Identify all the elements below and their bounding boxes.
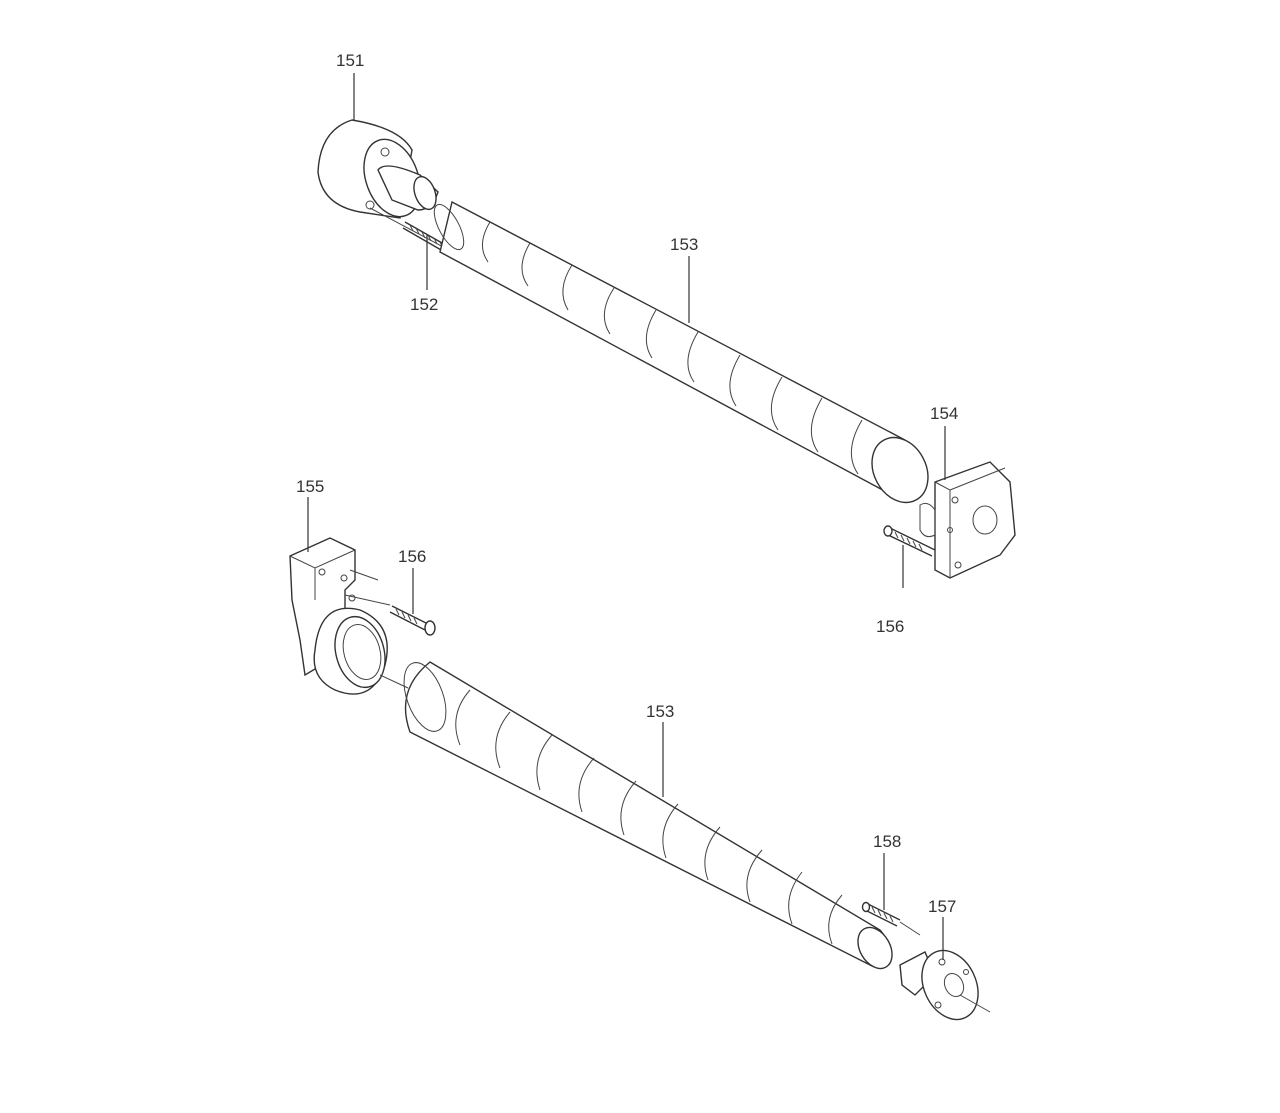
part-151-end-cap [317,119,439,219]
callout-155: 155 [296,477,324,496]
part-153-roller-upper [433,200,929,504]
callout-153-upper: 153 [670,235,698,254]
part-153-roller-lower [379,661,893,970]
part-157-flange [899,949,991,1021]
part-154-bracket [919,461,1016,579]
callout-157: 157 [928,897,956,916]
part-155-bracket [289,537,388,695]
callout-156-left: 156 [398,547,426,566]
part-156-screw-right [883,525,936,557]
callout-153-lower: 153 [646,702,674,721]
part-156-screw-left [344,594,436,636]
callout-156-right: 156 [876,617,904,636]
callout-151: 151 [336,51,364,70]
callout-158: 158 [873,832,901,851]
part-158-screw [861,901,921,936]
callout-154: 154 [930,404,958,423]
callout-152: 152 [410,295,438,314]
